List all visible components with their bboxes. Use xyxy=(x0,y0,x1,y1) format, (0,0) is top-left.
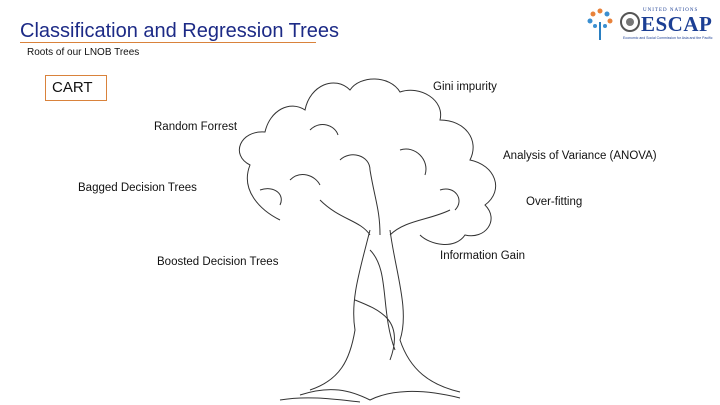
label-information-gain: Information Gain xyxy=(440,250,526,262)
tree-logo-icon xyxy=(587,8,613,40)
cart-box: CART xyxy=(45,75,107,101)
label-boosted-decision-trees: Boosted Decision Trees xyxy=(157,256,279,268)
slide-title: Classification and Regression Trees xyxy=(20,20,340,42)
label-bagged-decision-trees: Bagged Decision Trees xyxy=(78,182,197,194)
logo-un-text: UNITED NATIONS xyxy=(643,8,699,13)
logo-escap-text: ESCAP xyxy=(641,12,713,36)
slide-subtitle: Roots of our LNOB Trees xyxy=(27,47,140,58)
tree-illustration xyxy=(238,78,497,403)
escap-logo: UNITED NATIONS ESCAP Economic and Social… xyxy=(583,6,718,42)
label-random-forest: Random Forrest xyxy=(154,121,238,133)
un-emblem-icon xyxy=(620,12,640,32)
label-anova: Analysis of Variance (ANOVA) xyxy=(503,150,657,162)
label-over-fitting: Over-fitting xyxy=(526,196,583,208)
logo-full-text: Economic and Social Commission for Asia … xyxy=(623,36,713,40)
title-underline xyxy=(20,42,316,43)
label-gini-impurity: Gini impurity xyxy=(433,81,497,93)
